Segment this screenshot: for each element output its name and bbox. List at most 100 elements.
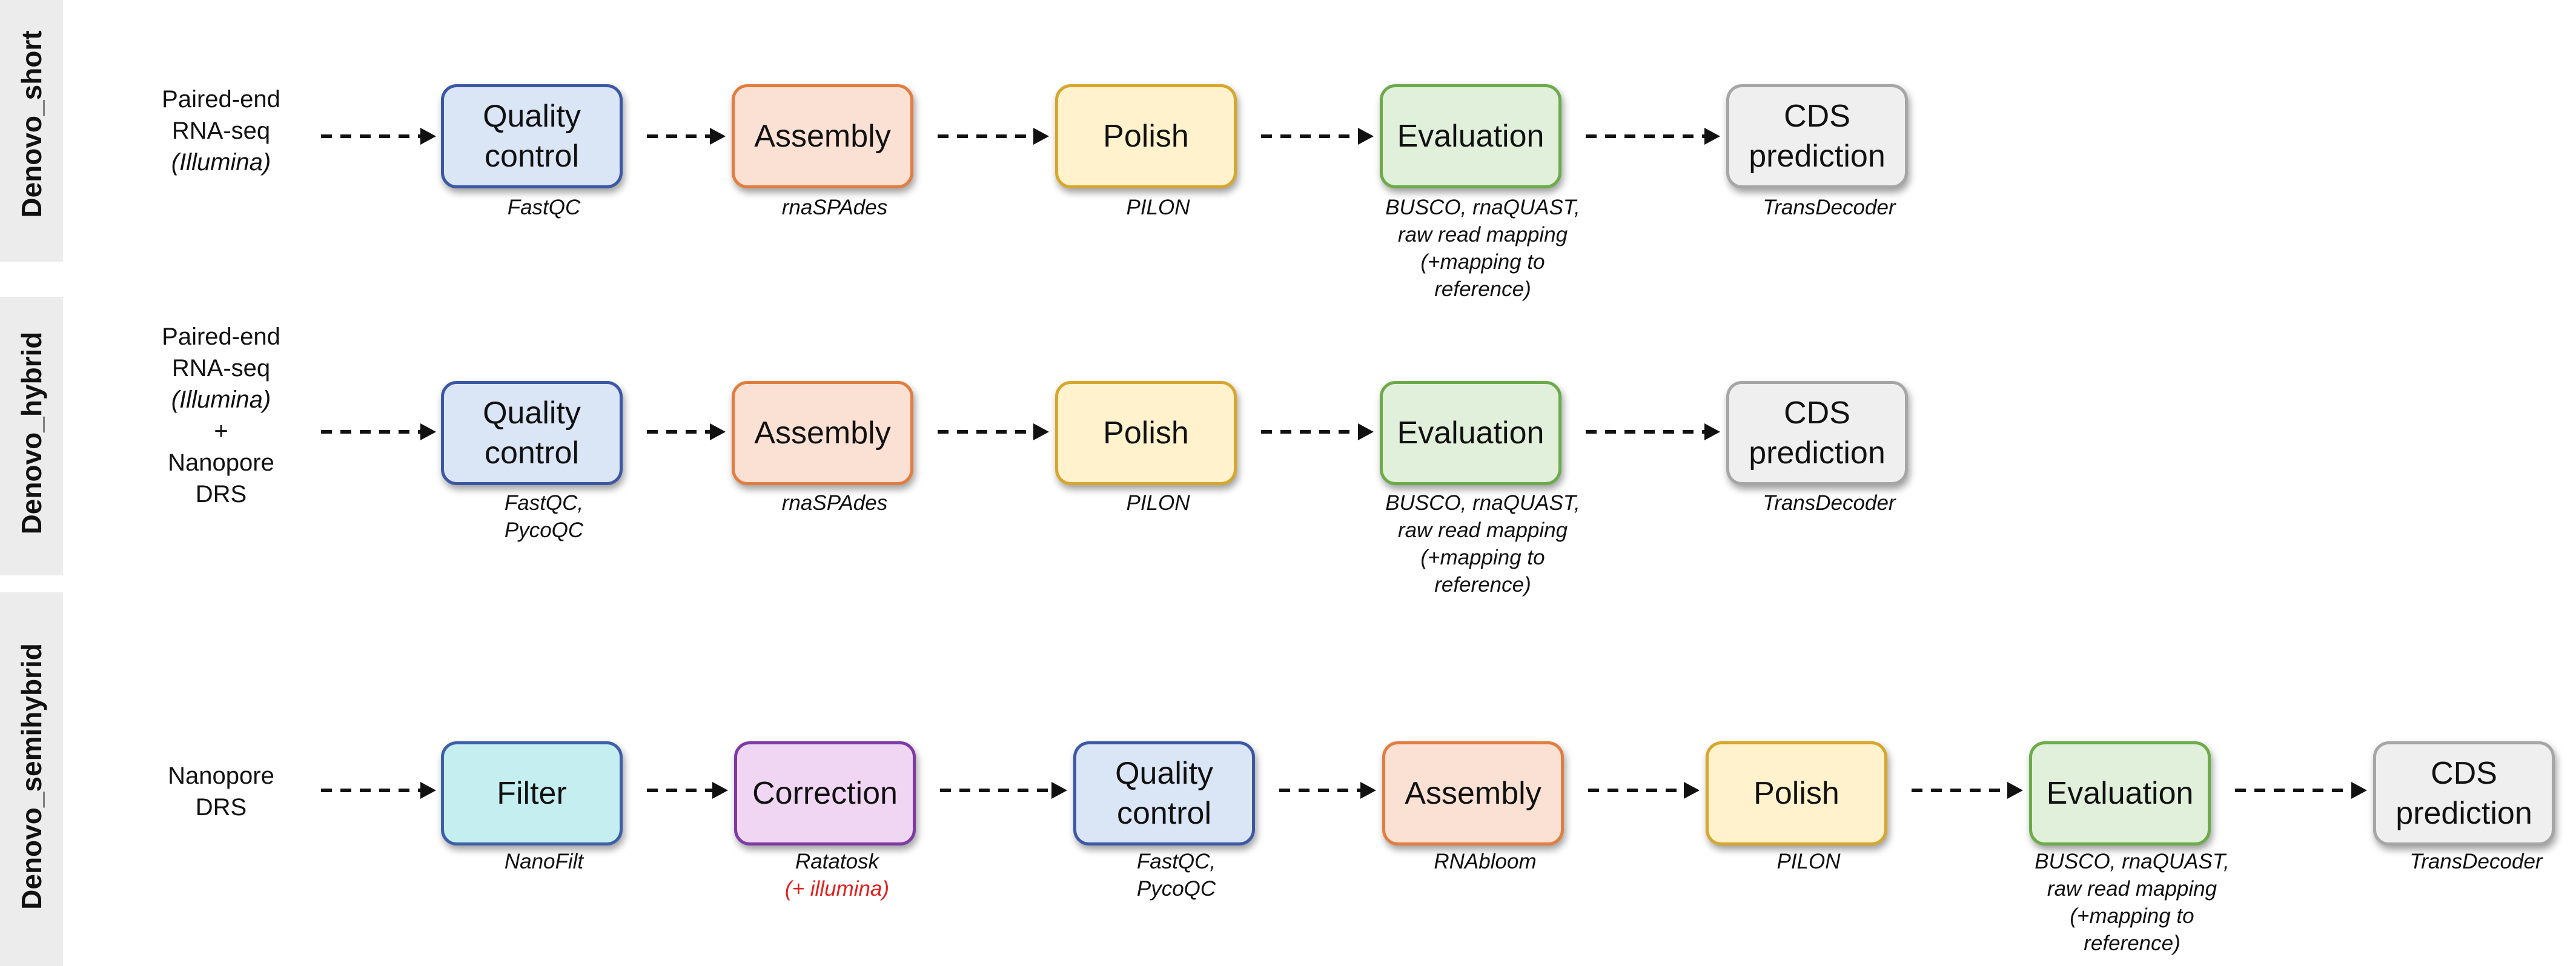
step-label: Polish (1753, 776, 1839, 811)
step-label: Correction (752, 776, 898, 811)
tool-name: FastQC (507, 196, 581, 219)
step-tools: BUSCO, rnaQUAST,raw read mapping(+mappin… (1999, 848, 2265, 957)
input-line: (Illumina) (171, 386, 271, 413)
step-box-assembly: Assembly (732, 381, 913, 485)
step-tools: BUSCO, rnaQUAST, raw read mapping (+mappin… (1349, 489, 1616, 598)
input-line: Paired-end (162, 323, 280, 350)
step-box-quality-control: Quality control (441, 381, 623, 485)
input-line: RNA-seq (171, 117, 271, 144)
step-arrow (647, 423, 726, 440)
step-tools: PILON (1675, 848, 1942, 875)
step-box-assembly: Assembly (1382, 741, 1564, 845)
tool-name: BUSCO, rnaQUAST, (1385, 491, 1580, 515)
step-box-quality-control: Quality control (441, 84, 623, 188)
step-tools: rnaSPAdes (701, 194, 968, 221)
tool-name: PycoQC (1136, 877, 1216, 901)
input-line: RNA-seq (171, 355, 271, 382)
step-tools: PILON (1025, 194, 1291, 221)
tool-name: Ratatosk (795, 850, 879, 873)
step-label: Evaluation (2046, 776, 2194, 811)
step-box-polish: Polish (1055, 84, 1237, 188)
step-arrow (1588, 782, 1700, 799)
step-tools: BUSCO, rnaQUAST,raw read mapping(+mappin… (1349, 194, 1616, 303)
tool-name: reference) (1434, 573, 1531, 597)
tool-name: rnaSPAdes (781, 491, 888, 515)
input-arrow (321, 782, 436, 799)
step-tools: FastQC (411, 194, 677, 221)
step-box-evaluation: Evaluation (1380, 381, 1561, 485)
tool-name: raw read mapping (1397, 223, 1568, 246)
step-tools: FastQC,PycoQC (411, 489, 677, 544)
tool-name: PILON (1126, 196, 1190, 219)
step-label: Assembly (1405, 776, 1541, 811)
input-line: Nanopore (168, 763, 274, 789)
tool-name: FastQC, (1136, 850, 1216, 873)
tool-name: RNAbloom (1434, 850, 1537, 873)
step-box-evaluation: Evaluation (2029, 741, 2211, 845)
step-tools: FastQC, PycoQC (1043, 848, 1310, 902)
tool-name: rnaSPAdes (781, 196, 888, 219)
input-line: Paired-end (162, 86, 280, 113)
step-tools: TransDecoder (2343, 848, 2576, 875)
step-box-filter: Filter (441, 741, 623, 845)
tool-name: PILON (1126, 491, 1190, 515)
step-label: Evaluation (1397, 415, 1545, 451)
step-arrow (1586, 423, 1720, 440)
tool-name: TransDecoder (1763, 196, 1896, 219)
tool-name: TransDecoder (1763, 491, 1896, 515)
step-label: Filter (497, 776, 567, 811)
tool-name: FastQC, (504, 491, 584, 515)
input-arrow (321, 128, 436, 145)
step-arrow (940, 782, 1067, 799)
input-line: DRS (195, 481, 247, 508)
step-tools: RNAbloom (1352, 848, 1618, 875)
tool-name: BUSCO, rnaQUAST, (2035, 850, 2230, 873)
step-arrow (1261, 128, 1374, 145)
step-arrow (647, 782, 728, 799)
step-tools: NanoFilt (411, 848, 677, 875)
tool-name: PILON (1776, 850, 1841, 873)
step-arrow (1912, 782, 2023, 799)
step-label: Quality control (1115, 756, 1213, 831)
step-box-correction: Correction (734, 741, 916, 845)
input-line: Nanopore (168, 449, 274, 476)
step-tools: TransDecoder (1696, 194, 1962, 221)
step-label: Assembly (754, 415, 891, 451)
step-box-cds-prediction: CDS prediction (2373, 741, 2555, 845)
step-box-cds-prediction: CDS prediction (1726, 381, 1908, 485)
step-label: Polish (1103, 119, 1189, 154)
step-label: Evaluation (1397, 119, 1545, 154)
tool-name: (+mapping to (1420, 546, 1545, 569)
step-arrow (1279, 782, 1376, 799)
tool-name: NanoFilt (504, 850, 584, 873)
step-box-quality-control: Quality control (1073, 741, 1255, 845)
input-line: + (214, 418, 228, 445)
step-label: CDS prediction (1749, 395, 1886, 471)
step-label: Assembly (754, 119, 891, 154)
step-label: CDS prediction (2396, 756, 2532, 831)
tool-name: (+mapping to (2070, 904, 2194, 928)
step-box-polish: Polish (1055, 381, 1237, 485)
step-arrow (647, 128, 726, 145)
step-tools: Ratatosk(+ illumina) (704, 848, 970, 902)
tool-name: raw read mapping (1397, 518, 1568, 542)
step-label: CDS prediction (1749, 99, 1886, 174)
step-tools: TransDecoder (1696, 489, 1962, 517)
step-box-polish: Polish (1706, 741, 1887, 845)
step-box-cds-prediction: CDS prediction (1726, 84, 1908, 188)
step-tools: PILON (1025, 489, 1291, 517)
step-box-evaluation: Evaluation (1380, 84, 1561, 188)
tool-name: (+mapping to (1420, 250, 1545, 274)
step-arrow (938, 128, 1049, 145)
input-line: DRS (195, 794, 247, 821)
step-label: Quality control (483, 99, 581, 174)
step-arrow (1261, 423, 1374, 440)
input-arrow (321, 423, 436, 440)
step-arrow (2235, 782, 2367, 799)
tool-name: reference) (2084, 931, 2180, 955)
tool-name: reference) (1434, 277, 1531, 301)
